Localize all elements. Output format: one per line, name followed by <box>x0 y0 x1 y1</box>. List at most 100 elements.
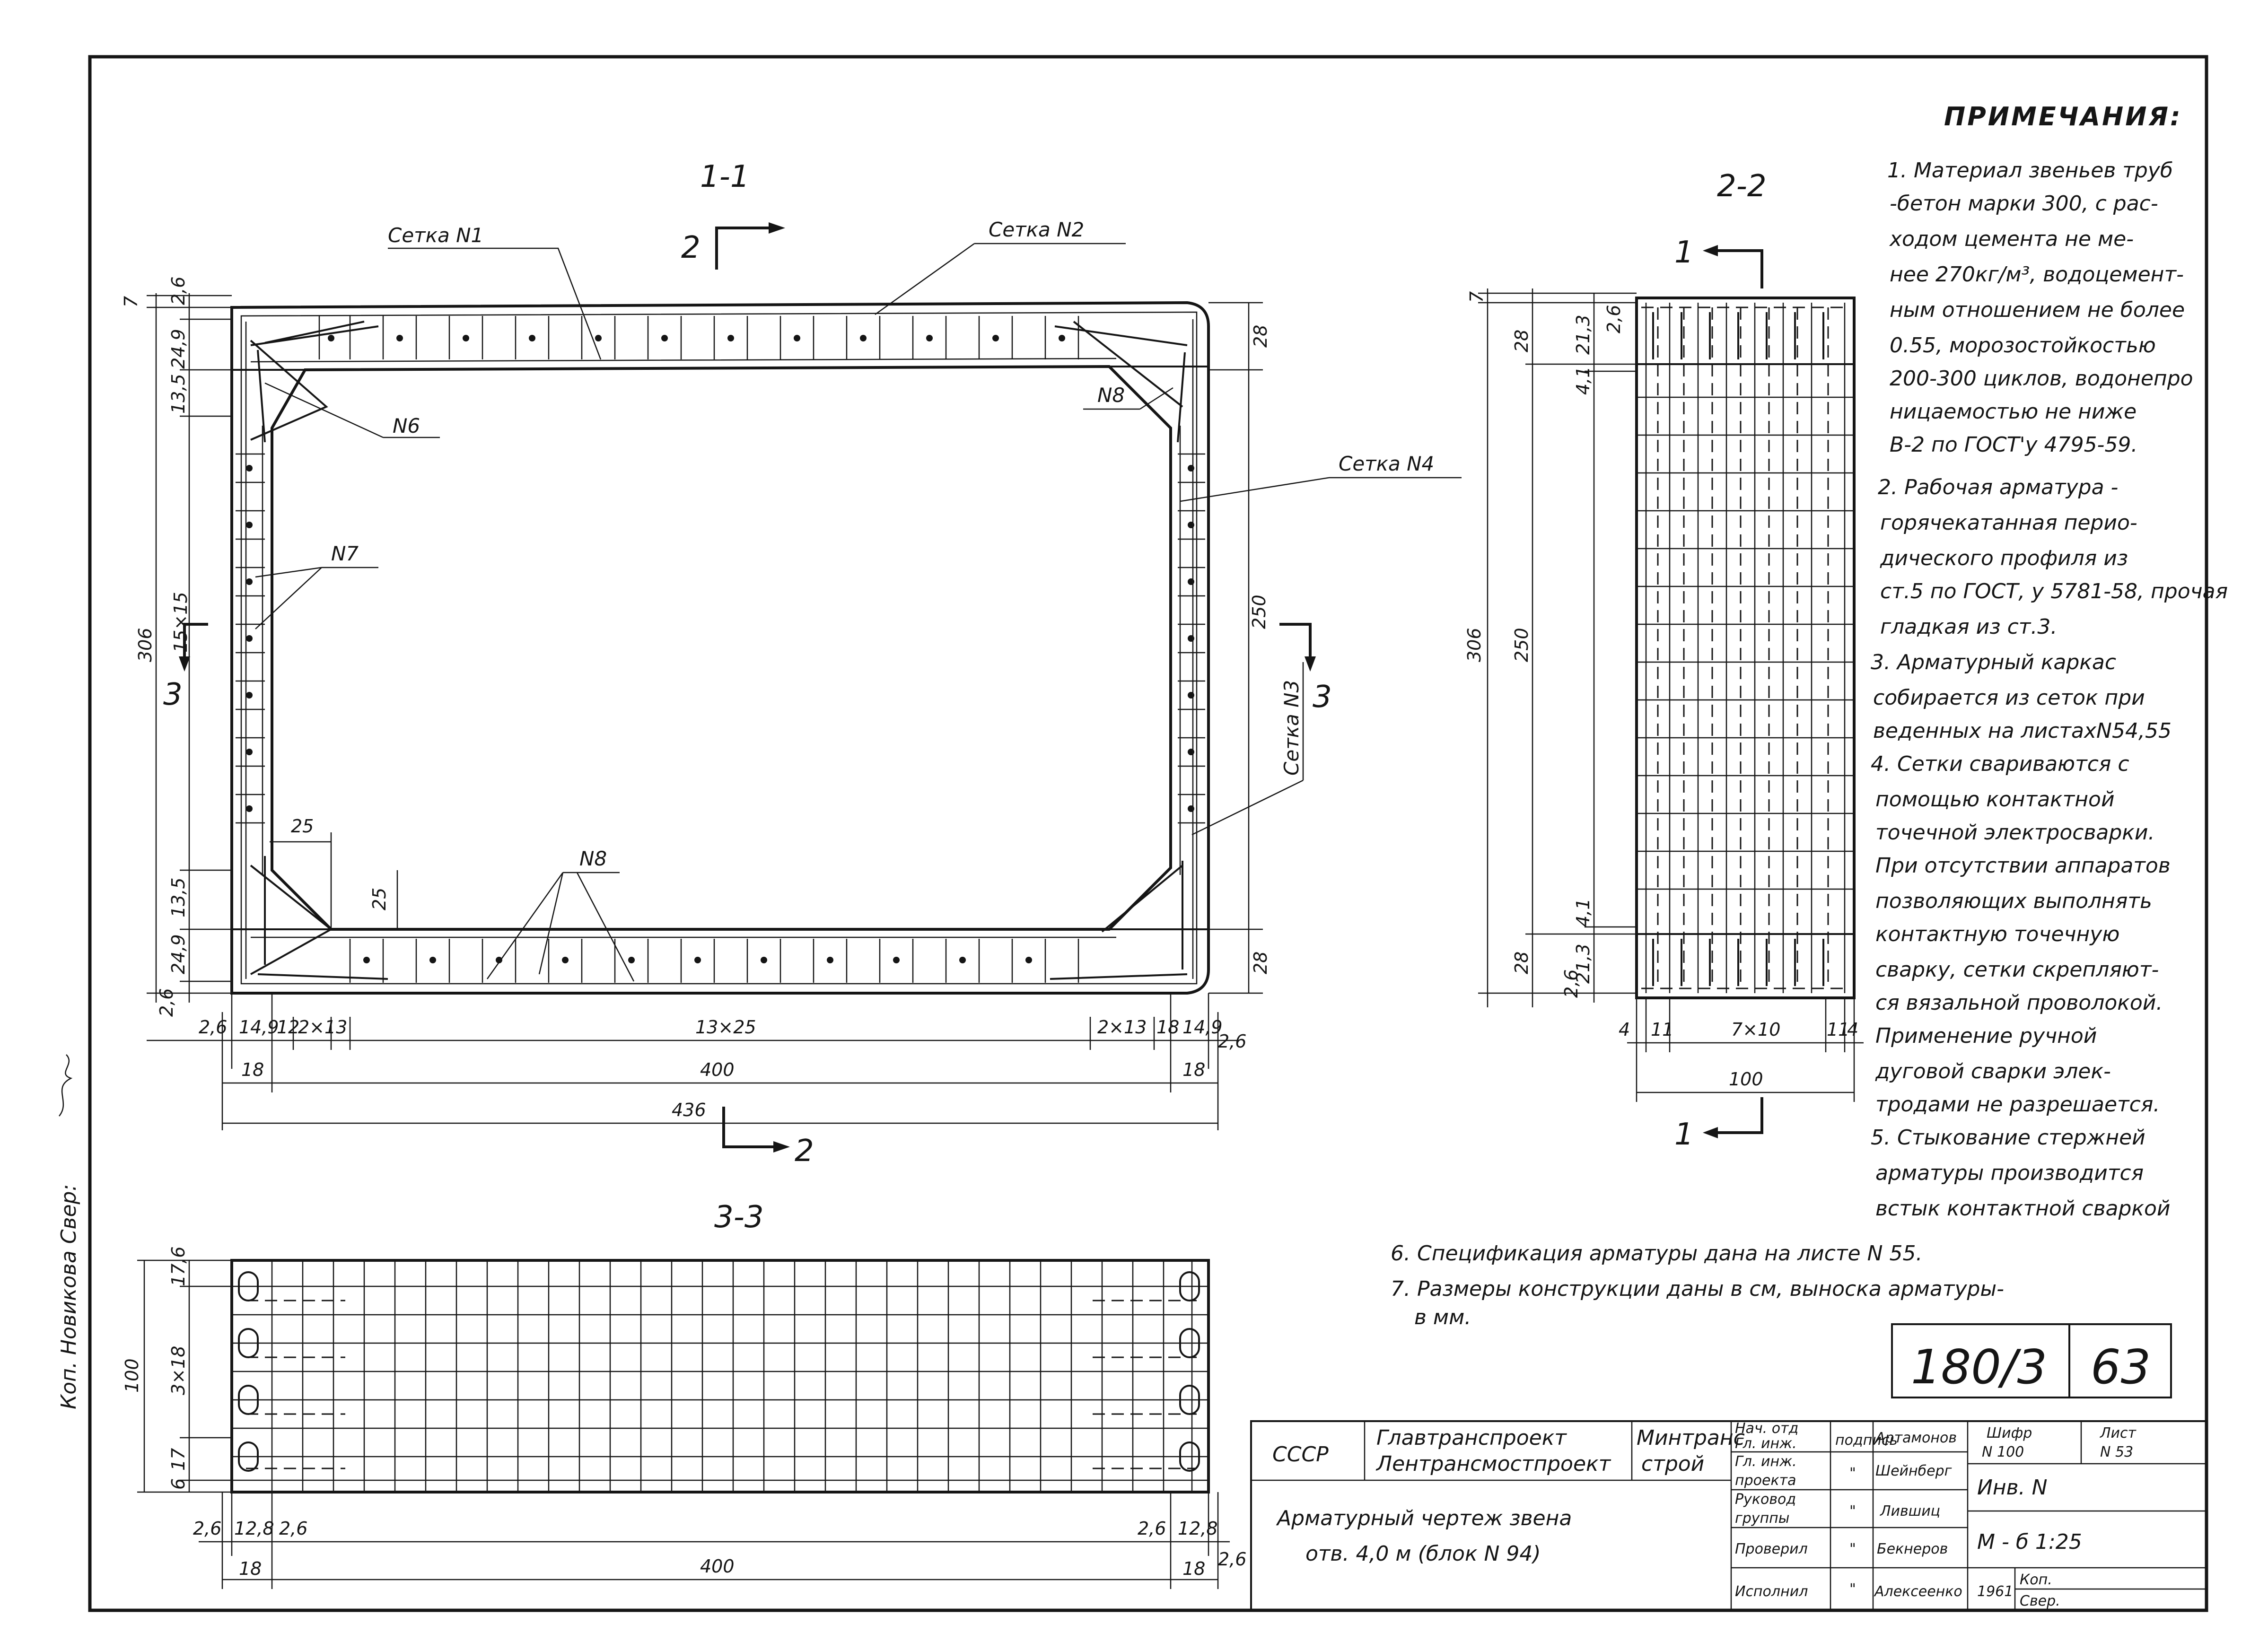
notes-heading: ПРИМЕЧАНИЯ: <box>1944 102 2182 131</box>
dim22-b-4-r: 4 <box>1847 1019 1858 1040</box>
sheet-code: 180/3 <box>1911 1339 2047 1395</box>
note-line-30: арматуры производится <box>1875 1161 2144 1185</box>
dim-right-250: 250 <box>1249 594 1270 629</box>
tb-role5: Исполнил <box>1735 1583 1808 1600</box>
cut-3-right-label: 3 <box>1313 680 1332 715</box>
tb-role1a: Нач. отд <box>1735 1420 1798 1437</box>
n7-label: N7 <box>331 542 359 565</box>
cut-2-top-marker <box>715 227 776 270</box>
dim22-7: 7 <box>1466 291 1487 303</box>
dim22-250: 250 <box>1511 628 1532 662</box>
cut-2-top-label: 2 <box>681 230 701 265</box>
note-line-21: При отсутствии аппаратов <box>1875 854 2171 878</box>
tb-name3: Лившиц <box>1880 1503 1940 1520</box>
bdim-2-6-r: 2,6 <box>1218 1031 1246 1052</box>
dim33-b-2-6-r2: 2,6 <box>1218 1549 1246 1570</box>
tb-name1: Артамонов <box>1874 1430 1957 1446</box>
cut-3-left-marker <box>183 623 208 662</box>
note-line-14: гладкая из ст.3. <box>1880 615 2057 639</box>
note-line-6: 0.55, морозостойкостью <box>1890 333 2156 358</box>
setka-3-label: Сетка N3 <box>1280 680 1303 776</box>
dim33-100: 100 <box>122 1358 142 1393</box>
note-line-23: контактную точечную <box>1875 922 2119 946</box>
tb-year: 1961 <box>1977 1583 2013 1600</box>
tb-country: СССР <box>1272 1442 1329 1467</box>
dim33-17-6: 17,6 <box>168 1246 189 1286</box>
bdim-2-6-l: 2,6 <box>199 1017 227 1038</box>
rebar-dots <box>246 335 1194 963</box>
tb-title1: Арматурный чертеж звена <box>1276 1506 1572 1530</box>
dim22-4-1-bot: 4,1 <box>1573 899 1594 927</box>
section-3-3: 100 17,6 3×18 17 6 2,6 12,8 2,6 2,6 12,8… <box>122 1246 1246 1589</box>
dim-24-9-top: 24,9 <box>168 329 189 369</box>
note-line-31: встык контактной сваркой <box>1875 1197 2171 1221</box>
dim33-b-12-8-r: 12,8 <box>1178 1518 1218 1539</box>
bdim-12: 12 <box>277 1017 299 1038</box>
box-outer-wall <box>230 301 1210 995</box>
note-line-24: сварку, сетки скрепляют- <box>1875 958 2159 982</box>
bottom-stirrups <box>349 939 1079 983</box>
bdim-2x13-l: 2×13 <box>298 1017 347 1038</box>
corner-bars <box>250 321 1188 980</box>
dim22-b-4-l: 4 <box>1619 1019 1630 1040</box>
title-block: СССР Главтранспроект Лентрансмостпроект … <box>1250 1420 2207 1611</box>
note-line-18: 4. Сетки свариваются с <box>1871 752 2129 776</box>
dim33-3x18: 3×18 <box>168 1346 189 1395</box>
note-line-7b: в мм. <box>1414 1305 1471 1329</box>
note-line-20: точечной электросварки. <box>1875 821 2154 845</box>
dim33-17: 17 <box>168 1448 189 1471</box>
note-line-11: горячекатанная перио- <box>1880 511 2137 535</box>
bdim-436: 436 <box>672 1100 706 1120</box>
tb-ministry1: Минтранс <box>1637 1426 1745 1450</box>
notes: ПРИМЕЧАНИЯ: 1. Материал звеньев труб -бе… <box>1391 102 2228 1329</box>
bdim-14-9-l: 14,9 <box>239 1017 279 1038</box>
note-line-25: ся вязальной проволокой. <box>1875 991 2163 1015</box>
tb-sver: Свер. <box>2020 1593 2060 1609</box>
section-2-2: 2-2 1 1 <box>1464 169 1864 1152</box>
dim33-b-18-l: 18 <box>239 1558 262 1579</box>
cut-1-top-label: 1 <box>1674 235 1694 270</box>
bdim-400: 400 <box>700 1059 735 1080</box>
tb-name4: Бекнеров <box>1877 1541 1948 1557</box>
tb-sign-q2: " <box>1849 1465 1856 1482</box>
note-line-3: ходом цемента не ме- <box>1889 227 2134 251</box>
n6-label: N6 <box>393 414 420 437</box>
cut-3-left-label: 3 <box>163 677 183 712</box>
cut-2-bottom-marker <box>722 1107 780 1148</box>
bdim-18-r: 18 <box>1156 1017 1179 1038</box>
note-line-17: веденных на листахN54,55 <box>1873 719 2172 743</box>
note-line-9: В-2 по ГОСТ'у 4795-59. <box>1890 433 2137 457</box>
tb-sign-q4: " <box>1849 1541 1856 1557</box>
cut-2-top-arrow <box>769 222 785 234</box>
dim-13-5-bot: 13,5 <box>168 877 189 917</box>
note-line-26: Применение ручной <box>1875 1024 2097 1048</box>
dim22-b-11-r: 11 <box>1827 1019 1849 1040</box>
dim-right-28-bot: 28 <box>1250 952 1271 974</box>
bdim-2x13-r: 2×13 <box>1097 1017 1147 1038</box>
tb-name5: Алексеенко <box>1874 1583 1962 1600</box>
dim22-21-3-top: 21,3 <box>1573 314 1594 355</box>
dim-24-9-bot: 24,9 <box>168 934 189 974</box>
tb-scale: М - б 1:25 <box>1977 1530 2082 1554</box>
dim22-b-11-l: 11 <box>1651 1019 1673 1040</box>
note-line-7: 200-300 циклов, водонепро <box>1890 367 2193 391</box>
dim-inner-25-h: 25 <box>291 816 314 837</box>
tb-org2: Лентрансмостпроект <box>1375 1452 1611 1476</box>
setka-2-label: Сетка N2 <box>989 218 1084 241</box>
dim-306: 306 <box>135 628 156 662</box>
dim-7: 7 <box>121 296 141 307</box>
dim-13-5-top: 13,5 <box>168 374 189 414</box>
dim22-4-1-top: 4,1 <box>1573 367 1594 395</box>
tb-shifr-lbl: Шифр <box>1987 1425 2032 1441</box>
bdim-14-9-r: 14,9 <box>1182 1017 1223 1038</box>
n8-top-label: N8 <box>1097 384 1125 407</box>
tb-sign-q5: " <box>1849 1581 1856 1598</box>
section-1-1-title: 1-1 <box>700 159 750 194</box>
side-signature-text: Коп. Новикова Свер: <box>57 1184 81 1409</box>
dim33-b-2-6-l2: 2,6 <box>279 1518 307 1539</box>
note-line-19: помощью контактной <box>1875 787 2115 812</box>
note-line-15: 3. Арматурный каркас <box>1871 650 2116 674</box>
tb-list-lbl: Лист <box>2100 1425 2137 1441</box>
tb-title2: отв. 4,0 м (блок N 94) <box>1305 1542 1541 1566</box>
